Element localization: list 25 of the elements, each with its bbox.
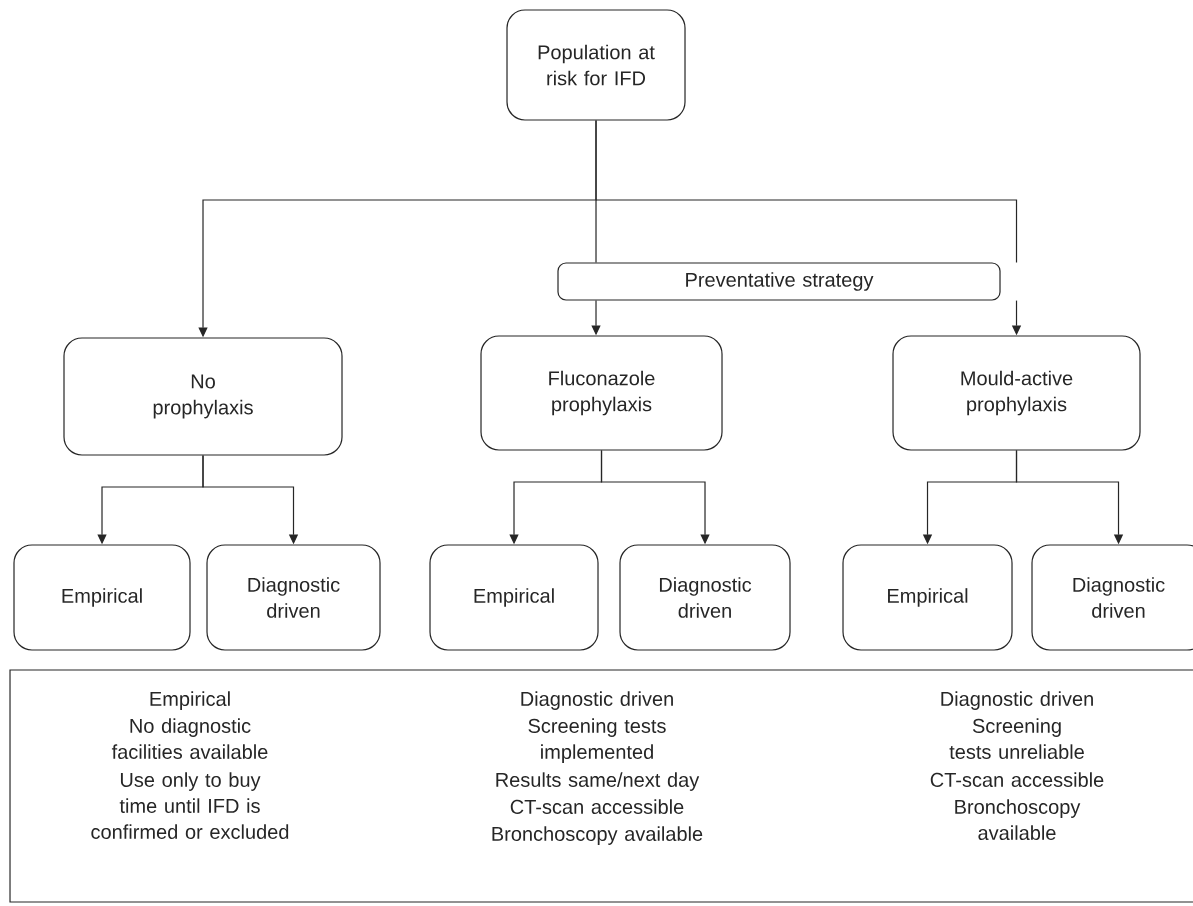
process-box: Fluconazole prophylaxis [480,335,723,451]
process-box: Empirical [13,544,191,651]
info-text: No diagnostic facilities available [111,718,268,759]
info-text: CT-scan accessible [930,772,1104,787]
process-box: Diagnostic driven [1031,544,1193,651]
info-text: Screening tests implemented [528,718,666,763]
process-box: Diagnostic driven [619,544,791,651]
info-text: Diagnostic driven [941,691,1093,710]
info-box [9,669,1193,903]
info-text: Bronchoscopy available [955,799,1081,840]
arrow [595,120,1018,263]
process-box: No prophylaxis [63,337,343,456]
info-text: Bronchoscopy available [492,826,703,845]
info-text: Empirical [150,691,230,710]
info-text: Results same/next day [496,772,700,791]
info-text: Screening tests unreliable [949,718,1084,759]
process-box: Diagnostic driven [206,544,381,651]
process-box: Empirical [842,544,1013,651]
process-box: Mould-active prophylaxis [892,335,1141,451]
process-box: Population at risk for IFD [506,9,686,121]
info-text: CT-scan accessible [510,799,684,814]
process-box: Empirical [429,544,599,651]
info-text: Diagnostic driven [521,691,673,710]
strategy-bar: Preventative strategy [557,262,1001,301]
info-text: Use only to buy time until IFD is confirmed or excluded [91,772,289,839]
